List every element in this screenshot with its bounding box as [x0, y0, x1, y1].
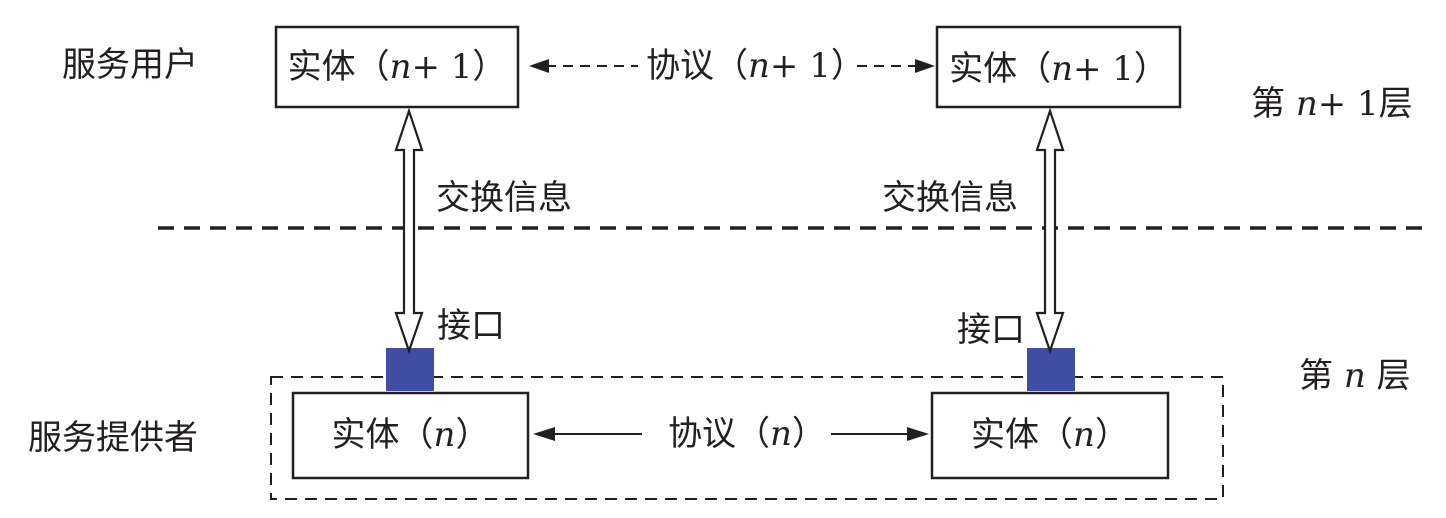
entity-box-lower-left [291, 391, 530, 480]
layer-lower-label: 第 n 层 [1299, 356, 1411, 396]
exchange-info-label-right: 交换信息 [882, 178, 1018, 218]
entity-lower-right-text: 实体（n） [971, 415, 1129, 455]
protocol-upper-label: 协议（n+ 1） [646, 46, 865, 86]
protocol-arrow-upper-right-head [915, 59, 935, 73]
exchange-arrow-right [1035, 107, 1065, 355]
exchange-info-label-left: 交换信息 [436, 178, 572, 218]
interface-square-left [386, 348, 434, 391]
service-user-label: 服务用户 [62, 45, 198, 85]
exchange-arrow-left [394, 107, 424, 355]
entity-box-upper-left [274, 25, 520, 109]
entity-upper-right-text: 实体（n+ 1） [949, 49, 1168, 89]
interface-label-left: 接口 [437, 306, 505, 346]
entity-box-upper-right [935, 25, 1182, 109]
provider-frame [270, 376, 1224, 500]
interface-square-right [1027, 348, 1075, 391]
layer-upper-label: 第 n+ 1层 [1251, 84, 1413, 124]
interface-label-right: 接口 [957, 310, 1025, 350]
protocol-arrow-upper-left-head [529, 59, 549, 73]
entity-box-lower-right [930, 391, 1170, 480]
entity-lower-left-text: 实体（n） [331, 415, 490, 455]
entity-upper-left-text: 实体（n+ 1） [287, 47, 507, 87]
protocol-arrow-lower-left-head [533, 427, 555, 441]
protocol-arrow-lower-right-head [907, 427, 929, 441]
protocol-lower-label: 协议（n） [668, 414, 826, 454]
service-provider-label: 服务提供者 [28, 418, 198, 458]
